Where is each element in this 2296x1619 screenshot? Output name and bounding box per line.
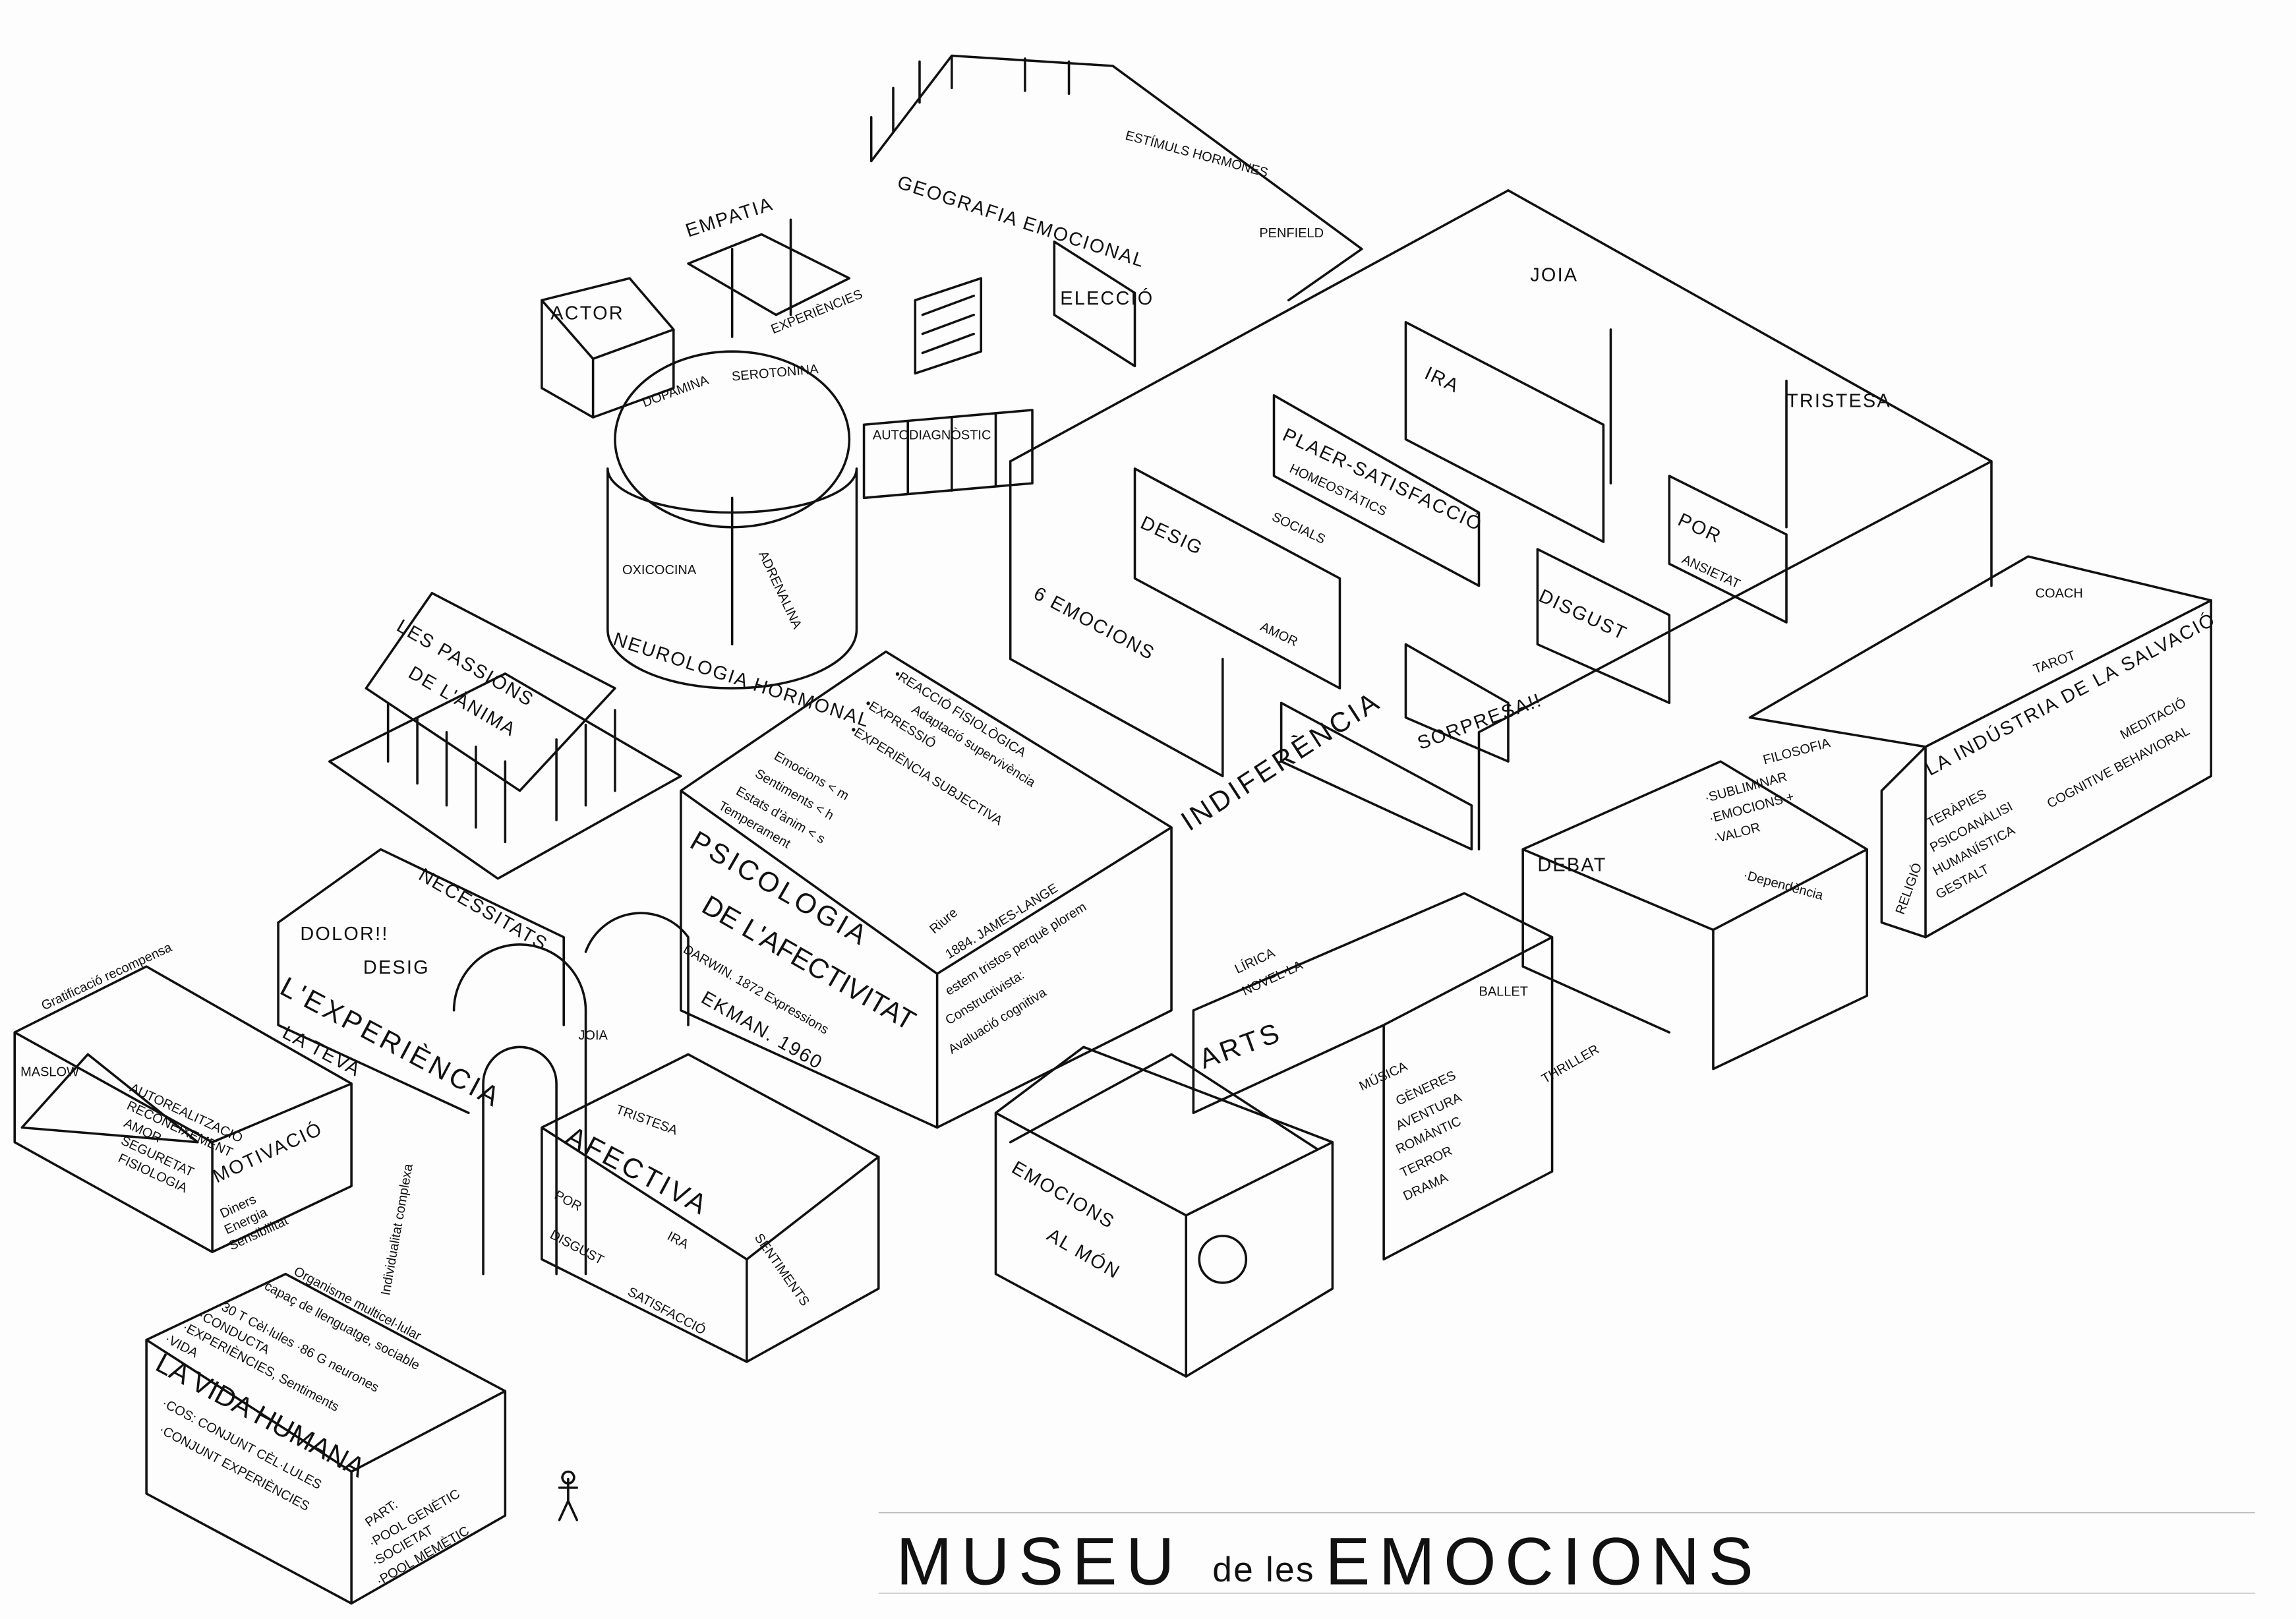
- label-gratificacio: Gratificació recompensa: [39, 940, 174, 1013]
- autodiagnostic-board: [862, 409, 1034, 500]
- mon-box: [994, 1045, 1334, 1378]
- experiencia-arch: [452, 912, 690, 1276]
- label-satisfaccio: SATISFACCIÓ: [625, 1284, 708, 1338]
- motivacio-box: [13, 965, 353, 1254]
- label-adrenalina: ADRENALINA: [755, 549, 804, 632]
- eleccio-screen: [1053, 240, 1136, 368]
- por-wall: [1668, 475, 1788, 624]
- emocions-room: [1009, 189, 1993, 851]
- label-filosofia: FILOSOFIA: [1761, 736, 1832, 767]
- arts-box: [1192, 892, 1554, 1261]
- sketch-lines: [13, 54, 2255, 1605]
- empatia-walls: [687, 218, 851, 338]
- salvacio-box: [1748, 555, 2212, 939]
- label-desig: DESIG: [1137, 512, 1206, 560]
- label-coach: COACH: [2036, 586, 2083, 601]
- debat-item: ·Dependència: [1742, 868, 1825, 903]
- sorpresa-wall: [1280, 643, 1510, 851]
- label-ira: IRA: [1421, 363, 1463, 397]
- labels: GEOGRAFIA EMOCIONAL ESTÍMULS HORMONES PE…: [20, 128, 2220, 1599]
- label-afectiva: AFECTIVA: [561, 1120, 715, 1222]
- label-mon-2: AL MÓN: [1044, 1224, 1125, 1283]
- plaer-wall: [1272, 394, 1481, 587]
- label-riure: Riure: [927, 906, 960, 937]
- afectiva-box: [541, 1053, 880, 1363]
- geografia-room: [869, 54, 1363, 302]
- vida-humana-box: [145, 1272, 507, 1605]
- label-tristesa: TRISTESA: [1786, 391, 1891, 412]
- person-figure: [558, 1470, 578, 1521]
- label-oxitocina: OXICOCINA: [622, 563, 697, 577]
- label-joia: JOIA: [1530, 265, 1578, 286]
- label-joia-2: JOIA: [578, 1028, 608, 1043]
- label-necessitats: NECESSITATS: [415, 864, 552, 955]
- title-museu: MUSEU: [896, 1524, 1183, 1599]
- actor-stage: [541, 277, 675, 419]
- neuro-cylinder: [606, 467, 858, 690]
- label-eleccio: ELECCIÓ: [1060, 287, 1154, 309]
- label-debat: DEBAT: [1537, 855, 1606, 876]
- label-salvacio: LA INDÚSTRIA DE LA SALVACIÓ: [1922, 608, 2219, 780]
- psicologia-box: [680, 650, 1173, 1129]
- title-emocions: EMOCIONS: [1325, 1524, 1762, 1599]
- label-6-emocions: 6 EMOCIONS: [1030, 583, 1159, 664]
- motivacio-pyramid-list: AUTOREALITZACIÓ RECONEIXEMENT AMOR SEGUR…: [116, 1080, 245, 1196]
- label-religio: RELIGIÓ: [1893, 861, 1925, 916]
- necessitats-box: [277, 848, 565, 1115]
- label-actor: ACTOR: [550, 303, 624, 324]
- label-socials: SOCIALS: [1270, 510, 1328, 547]
- label-sentiments: SENTIMENTS: [751, 1231, 812, 1309]
- debat-item: ·VALOR: [1712, 820, 1762, 846]
- label-estimuls: ESTÍMULS HORMONES: [1124, 128, 1270, 181]
- label-neurologia: NEUROLOGIA HORMONAL: [610, 629, 873, 732]
- label-autodiagnostic: AUTODIAGNÒSTIC: [873, 427, 991, 442]
- bookshelf: [914, 277, 983, 375]
- label-maslow: MASLOW: [20, 1065, 79, 1080]
- label-penfield: PENFIELD: [1259, 226, 1324, 241]
- label-tristesa-2: TRISTESA: [614, 1102, 680, 1138]
- label-mon-1: EMOCIONS: [1008, 1157, 1118, 1233]
- temple: [328, 591, 682, 880]
- label-arts: ARTS: [1195, 1016, 1286, 1074]
- label-ballet: BALLET: [1479, 985, 1528, 999]
- label-ira-2: IRA: [664, 1229, 691, 1252]
- arts-genre: THRILLER: [1539, 1042, 1602, 1086]
- label-dopamina: DOPAMINA: [641, 372, 711, 410]
- clock: [1198, 1235, 1248, 1284]
- label-geografia: GEOGRAFIA EMOCIONAL: [895, 172, 1148, 272]
- label-disgust: DISGUST: [1535, 585, 1630, 645]
- label-amor: AMOR: [1258, 620, 1300, 649]
- label-serotonina: SEROTONINA: [731, 362, 819, 384]
- title-de-les: de les: [1212, 1550, 1315, 1589]
- desig-wall: [1133, 467, 1341, 690]
- label-dolor: DOLOR!!: [300, 924, 388, 945]
- debat-box: [1521, 760, 1868, 1071]
- label-por: POR: [1674, 510, 1724, 548]
- label-compres: Individualitat complexa: [378, 1162, 416, 1297]
- disgust-wall: [1536, 548, 1671, 705]
- label-desig-2: DESIG: [363, 957, 430, 978]
- ira-wall: [1404, 320, 1605, 543]
